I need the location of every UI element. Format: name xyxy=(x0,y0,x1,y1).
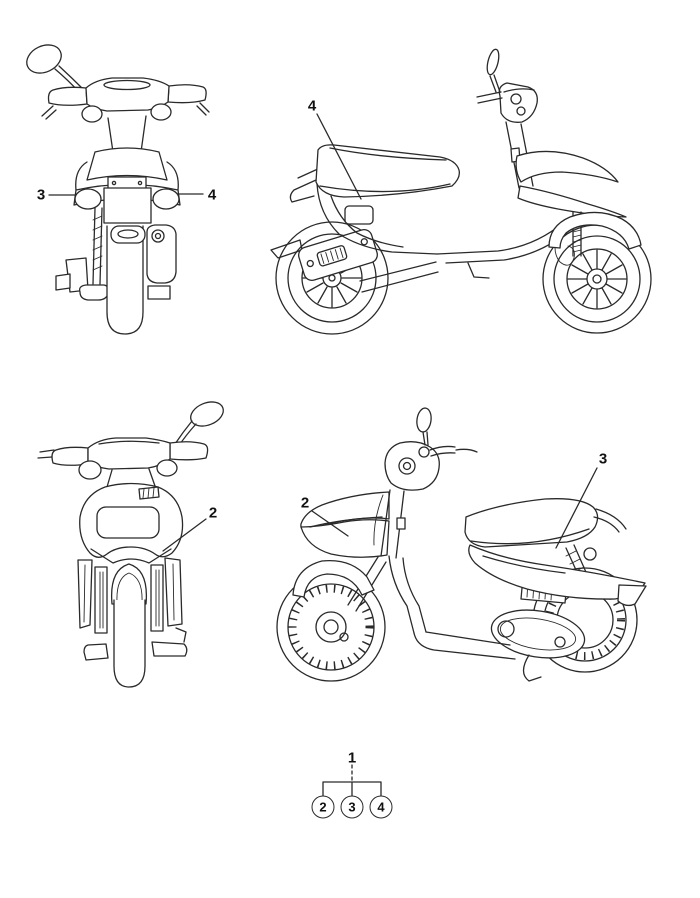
legend-connector xyxy=(322,764,382,797)
front-wheel xyxy=(276,572,386,682)
rear-body-panel xyxy=(468,544,647,607)
bottom-steps xyxy=(83,627,188,661)
headlight-cowl xyxy=(384,441,478,491)
legend-item-3[interactable]: 3 xyxy=(340,795,364,819)
legend-item-4-label: 4 xyxy=(377,799,385,815)
callout-front-2[interactable]: 2 xyxy=(208,504,218,522)
seat xyxy=(315,144,460,198)
mirror-icon xyxy=(486,48,501,93)
exhaust-canister xyxy=(146,224,177,300)
front-fender xyxy=(110,563,148,605)
front-wheel xyxy=(113,599,146,688)
swingarm xyxy=(359,261,439,293)
mud-flap xyxy=(617,584,647,607)
under-seat-body xyxy=(316,183,438,255)
callout-sideleft-3[interactable]: 3 xyxy=(598,450,608,468)
rear-shock xyxy=(92,207,103,285)
callout-leader-front-2 xyxy=(162,518,207,552)
callout-sideright-4[interactable]: 4 xyxy=(307,97,317,115)
steering-neck xyxy=(106,468,156,488)
legend-item-2[interactable]: 2 xyxy=(311,795,335,819)
side-wings xyxy=(77,557,183,629)
callout-sideleft-2[interactable]: 2 xyxy=(300,494,310,512)
figure-side-view-right xyxy=(270,48,652,335)
turn-signal-left xyxy=(74,188,102,210)
callout-rear-4[interactable]: 4 xyxy=(207,186,217,204)
figure-rear-view xyxy=(26,44,210,335)
legend-item-3-label: 3 xyxy=(348,799,356,815)
turn-signal-right xyxy=(152,188,180,210)
callout-leader-sideleft-2 xyxy=(311,510,349,537)
transmission-cover xyxy=(490,609,586,659)
grab-rails xyxy=(75,161,179,191)
license-plate xyxy=(103,187,152,224)
headlight-cowl xyxy=(476,82,538,123)
mirror-icon xyxy=(416,407,432,446)
front-fender xyxy=(548,211,642,250)
legend-item-2-label: 2 xyxy=(319,799,327,815)
left-brackets xyxy=(55,257,110,301)
steering-column xyxy=(373,489,406,559)
seat xyxy=(464,498,627,548)
kick-lever xyxy=(522,654,542,682)
callout-rear-3[interactable]: 3 xyxy=(36,186,46,204)
figure-front-view xyxy=(37,401,224,688)
legend-parent-label: 1 xyxy=(347,749,357,767)
front-shield xyxy=(79,482,184,564)
figure-side-view-left xyxy=(276,407,647,682)
callout-leader-sideleft-3 xyxy=(555,467,598,549)
rear-wheel xyxy=(106,225,144,335)
handlebar xyxy=(37,437,209,480)
handlebar xyxy=(41,77,210,123)
mirror-icon xyxy=(26,44,85,94)
legend-item-4[interactable]: 4 xyxy=(369,795,393,819)
floorboard xyxy=(388,555,516,660)
exhaust-muffler xyxy=(298,228,378,282)
fork-boots xyxy=(94,564,164,634)
body-upper xyxy=(86,147,168,181)
shield-window xyxy=(96,506,160,539)
front-apron xyxy=(515,150,627,218)
plate-bracket xyxy=(110,225,146,244)
front-apron xyxy=(300,491,390,558)
steering-stem xyxy=(107,115,147,153)
brand-badge xyxy=(138,486,160,500)
front-fender xyxy=(292,559,375,598)
floorboard xyxy=(436,221,571,279)
mirror-icon xyxy=(174,401,224,448)
callout-leader-sideright-4 xyxy=(316,113,362,200)
